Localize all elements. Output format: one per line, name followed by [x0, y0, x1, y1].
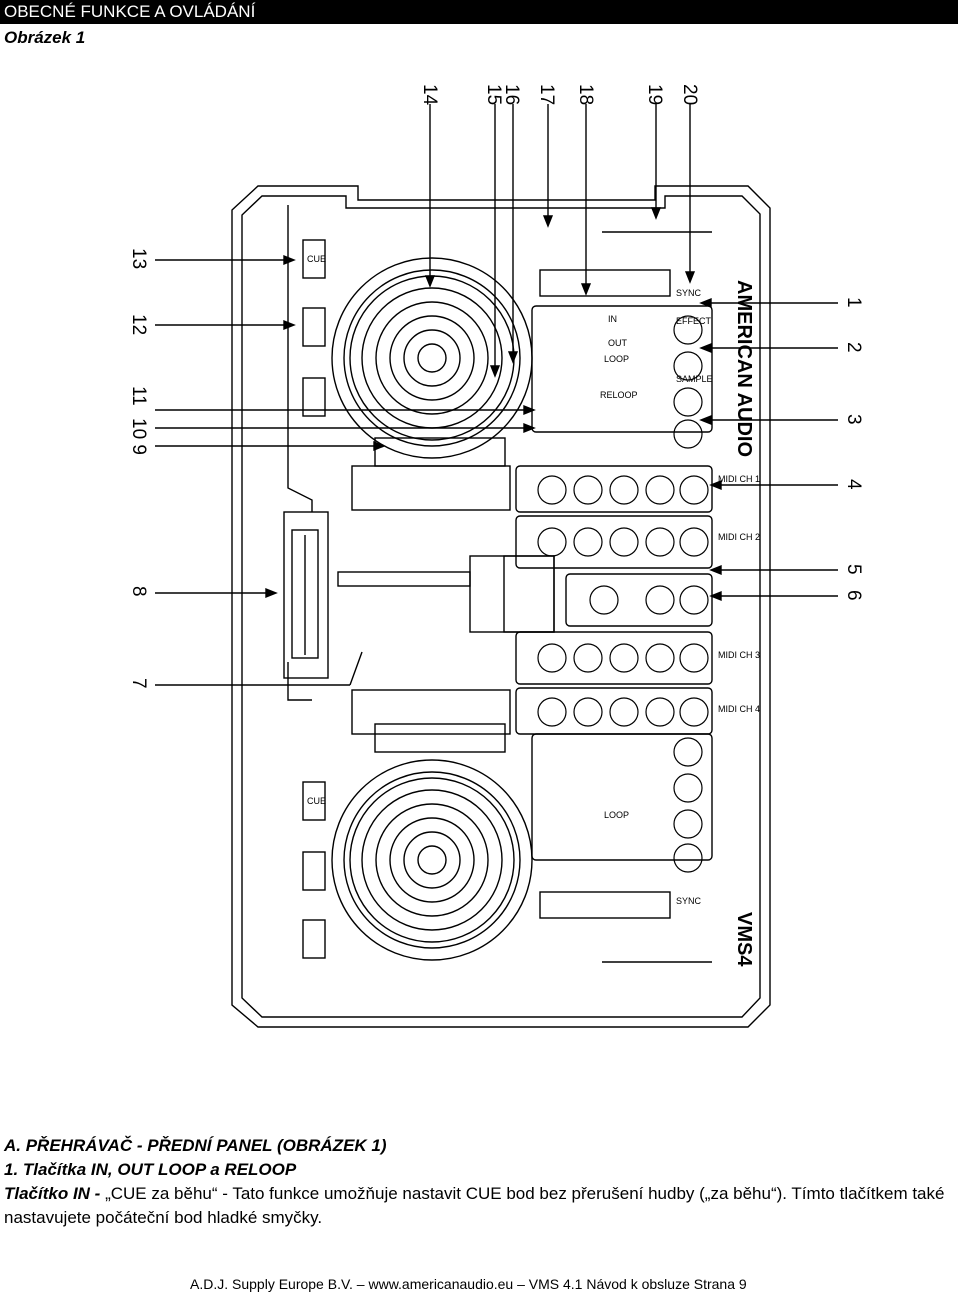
callout-10-9: 10 9	[128, 418, 149, 455]
sample-label: SAMPLE	[676, 374, 713, 384]
callout-17: 17	[536, 84, 557, 105]
loop-in-label: IN	[608, 314, 617, 324]
callout-7: 7	[128, 678, 149, 689]
callout-8: 8	[128, 586, 149, 597]
page-header: OBECNÉ FUNKCE A OVLÁDÁNÍ	[0, 0, 958, 24]
midi-ch3-label: MIDI CH 3	[718, 650, 760, 660]
figure-label: Obrázek 1	[4, 28, 86, 47]
callout-20: 20	[679, 84, 700, 105]
midi-ch2-label: MIDI CH 2	[718, 532, 760, 542]
callout-5: 5	[843, 564, 864, 575]
callout-15: 15	[483, 84, 504, 105]
section-title: A. PŘEHRÁVAČ - PŘEDNÍ PANEL (OBRÁZEK 1)	[4, 1136, 387, 1155]
callout-14: 14	[419, 84, 440, 106]
sync-label-top: SYNC	[676, 288, 702, 298]
controller-diagram: CUE CUE LOOP LOOP SYNC SYNC MIDI CH 1 MI…	[128, 84, 864, 1028]
brand-logo: AMERICAN AUDIO	[733, 280, 755, 457]
loop-out-label: OUT	[608, 338, 628, 348]
model-logo: VMS4	[733, 912, 755, 967]
effect-label: EFFECT	[676, 316, 712, 326]
loop-label-bottom: LOOP	[604, 810, 629, 820]
callout-18: 18	[575, 84, 596, 105]
sync-label-bottom: SYNC	[676, 896, 702, 906]
cue-label-bottom: CUE	[307, 796, 326, 806]
callout-11: 11	[128, 386, 149, 406]
callout-6: 6	[843, 590, 864, 601]
loop-label-top: LOOP	[604, 354, 629, 364]
sub-title: 1. Tlačítka IN, OUT LOOP a RELOOP	[4, 1160, 297, 1179]
callout-12: 12	[128, 314, 149, 335]
page-footer: A.D.J. Supply Europe B.V. – www.american…	[190, 1276, 747, 1292]
paragraph: Tlačítko IN - „CUE za běhu“ - Tato funkc…	[4, 1182, 956, 1230]
callout-4: 4	[843, 479, 864, 490]
cue-label-top: CUE	[307, 254, 326, 264]
paragraph-label: Tlačítko IN -	[4, 1184, 106, 1203]
body-text: A. PŘEHRÁVAČ - PŘEDNÍ PANEL (OBRÁZEK 1) …	[4, 1134, 956, 1230]
paragraph-text: „CUE za běhu“ - Tato funkce umožňuje nas…	[4, 1184, 945, 1227]
header-title: OBECNÉ FUNKCE A OVLÁDÁNÍ	[4, 2, 256, 21]
callout-1: 1	[843, 297, 864, 308]
midi-ch4-label: MIDI CH 4	[718, 704, 760, 714]
callout-13: 13	[128, 248, 149, 269]
callout-16: 16	[501, 84, 522, 105]
midi-ch1-label: MIDI CH 1	[718, 474, 760, 484]
callout-2: 2	[843, 342, 864, 353]
callout-3: 3	[843, 414, 864, 425]
callout-19: 19	[644, 84, 665, 105]
reloop-label: RELOOP	[600, 390, 638, 400]
